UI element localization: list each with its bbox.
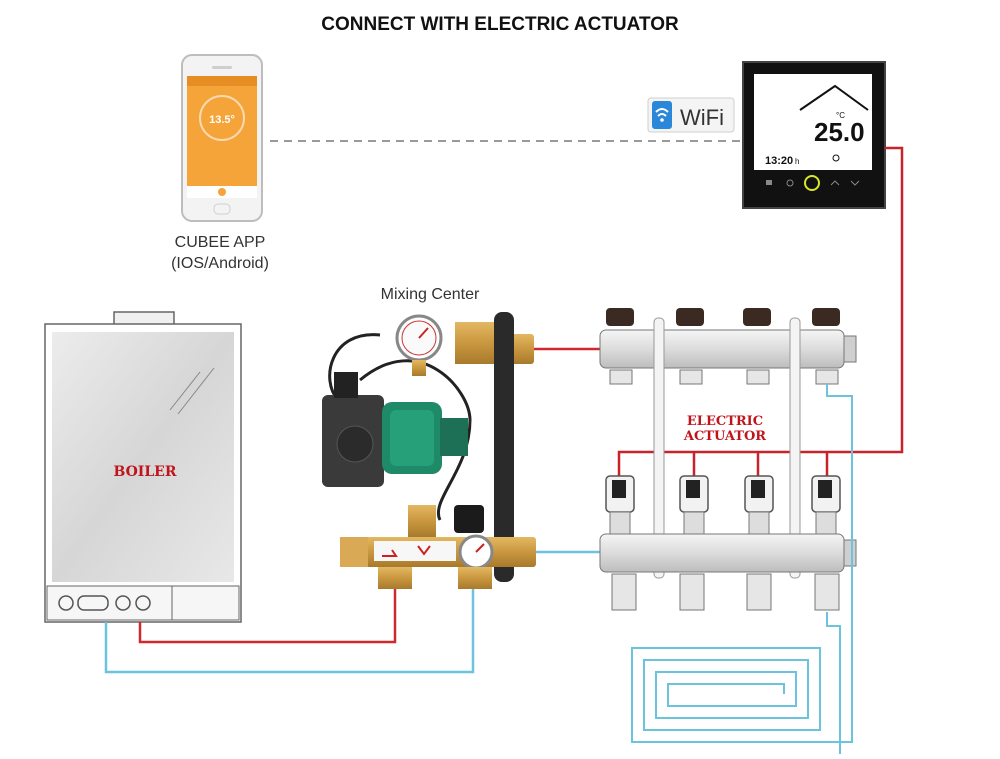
boiler-label: BOILER: [113, 464, 177, 480]
boiler: [44, 311, 242, 623]
return-outlets: [611, 573, 840, 611]
phone-temp-reading: 13.5°: [209, 114, 235, 126]
underfloor-loop: [631, 384, 853, 754]
mixing-center-label: Mixing Center: [380, 286, 480, 303]
boiler-supply-pipe: [138, 582, 397, 644]
manifold-return: [599, 475, 857, 611]
actuator-heads: [605, 475, 841, 535]
actuator-label-line1: ELECTRIC: [686, 414, 764, 429]
wifi-badge-text: WiFi: [680, 105, 724, 130]
app-platforms: (IOS/Android): [171, 255, 269, 272]
actuator-label: ELECTRIC ACTUATOR: [660, 414, 790, 444]
thermostat-clock-suffix: h: [795, 157, 799, 166]
phone-app: 13.5°: [181, 54, 263, 222]
thermostat-unit: °C: [836, 111, 845, 120]
thermostat-wire: [617, 146, 904, 480]
thermostat: 25.0 °C 13:20 h: [742, 61, 886, 209]
mixing-center: [322, 312, 536, 589]
thermostat-clock: 13:20: [765, 155, 793, 167]
supply-caps: [606, 308, 840, 385]
app-name: CUBEE APP: [174, 234, 266, 251]
manifold-supply: [599, 308, 857, 579]
actuator-label-line2: ACTUATOR: [683, 429, 767, 444]
page-title: CONNECT WITH ELECTRIC ACTUATOR: [321, 14, 679, 35]
app-label: CUBEE APP (IOS/Android): [140, 232, 300, 274]
wifi-badge: WiFi: [647, 97, 735, 133]
thermostat-temp: 25.0: [814, 117, 865, 147]
boiler-return-pipe: [104, 586, 475, 674]
